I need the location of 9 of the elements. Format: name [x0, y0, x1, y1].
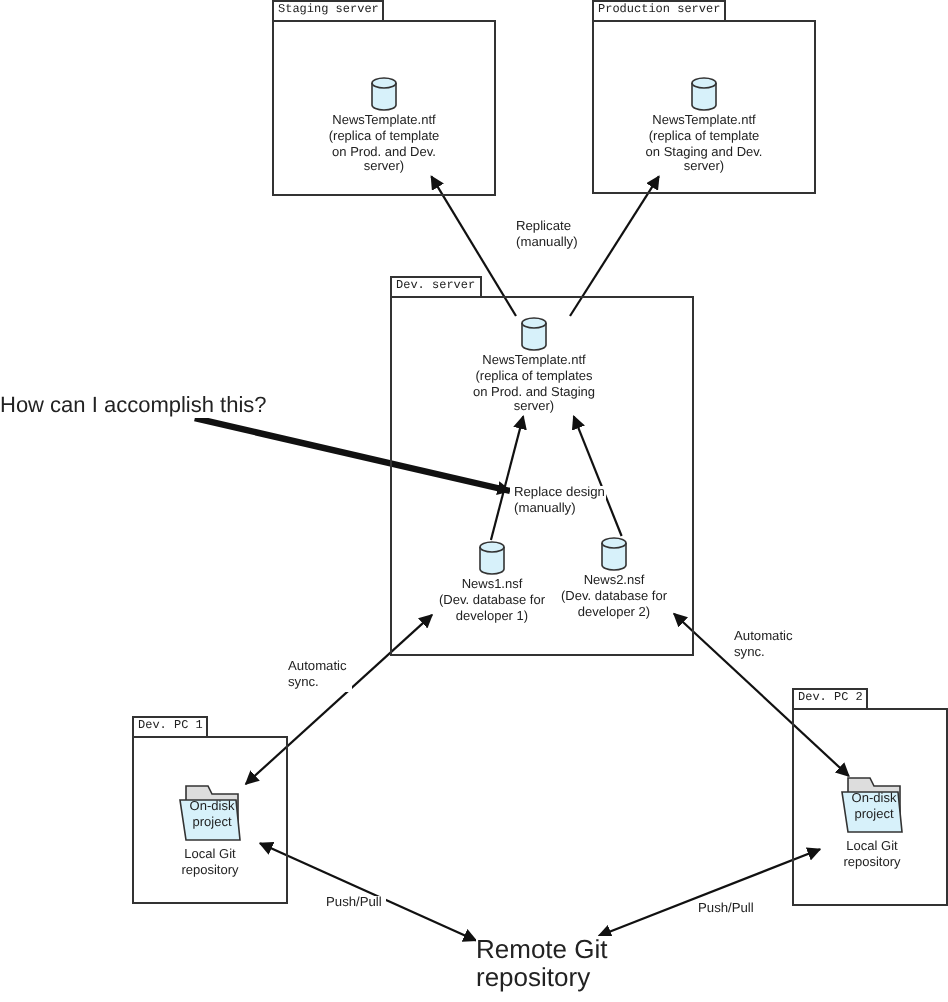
arrow — [489, 415, 527, 541]
arrow — [571, 415, 623, 537]
arrow — [597, 847, 822, 938]
arrow — [194, 415, 512, 495]
arrow — [672, 612, 850, 777]
arrow — [430, 175, 517, 317]
arrow — [569, 175, 660, 317]
arrow — [244, 613, 434, 785]
arrow — [258, 842, 478, 942]
